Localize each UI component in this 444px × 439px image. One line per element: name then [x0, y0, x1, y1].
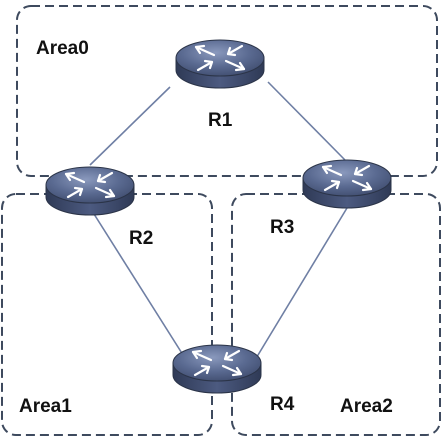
area2-label: Area2: [340, 396, 393, 417]
area0-boundary: [16, 5, 438, 177]
link-r3-r4: [254, 207, 348, 361]
router-r2-label: R2: [129, 228, 153, 249]
area1-label: Area1: [19, 396, 72, 417]
router-r3-label: R3: [270, 217, 294, 238]
router-icon: [171, 343, 263, 395]
link-r2-r4: [93, 213, 191, 367]
router-icon: [44, 165, 136, 217]
link-r1-r3: [267, 81, 346, 161]
router-icon: [174, 38, 266, 90]
area2-boundary: [231, 193, 441, 436]
link-r1-r2: [89, 86, 171, 166]
router-icon: [301, 158, 393, 210]
router-r1-label: R1: [208, 110, 233, 131]
area0-label: Area0: [36, 38, 89, 59]
router-r4-label: R4: [270, 394, 295, 415]
